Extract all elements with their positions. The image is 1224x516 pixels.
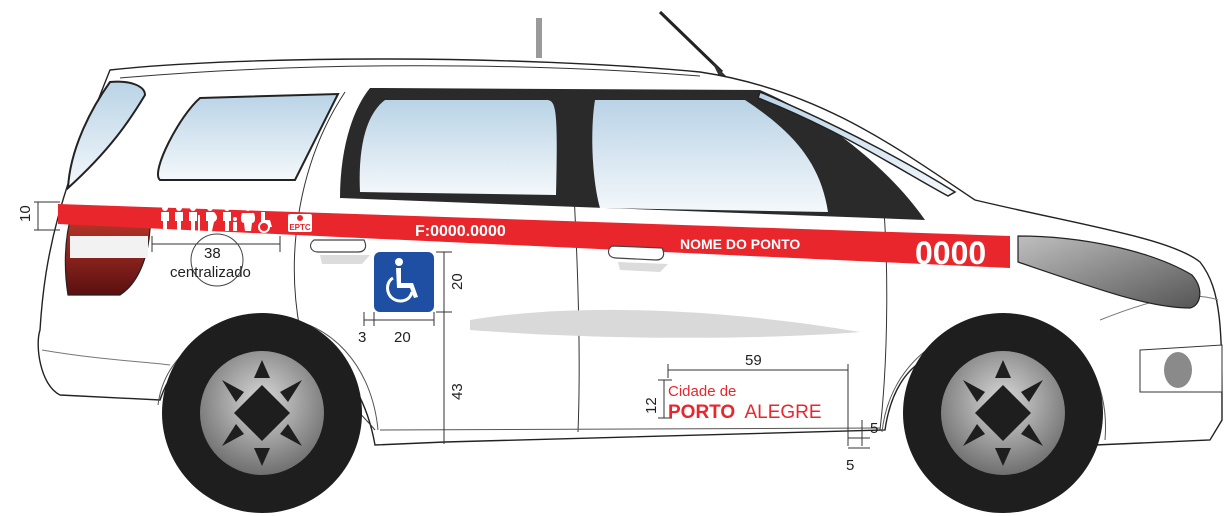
- roof-antenna: [536, 18, 542, 58]
- rear-bumper-line: [41, 349, 171, 366]
- dim-band-height: 10: [17, 205, 34, 222]
- eptc-logo: EPTC: [288, 214, 312, 232]
- wheelchair-symbol-icon: [386, 258, 418, 303]
- dim-city-height: 12: [643, 397, 660, 414]
- rear-side-window: [157, 92, 340, 181]
- dim-icons-width: 38: [204, 245, 221, 262]
- mast-antenna: [658, 10, 724, 74]
- dim-sign-offset: 3: [358, 329, 366, 346]
- front-door-window: [592, 100, 828, 212]
- wheelchair-person-icon: [258, 205, 272, 233]
- tail-light-white-stripe: [70, 236, 148, 258]
- person-icon: [175, 205, 183, 231]
- dim-sign-width: 20: [394, 329, 411, 346]
- city-line2: PORTO ALEGRE: [668, 402, 822, 423]
- accessibility-people-icons: [161, 205, 272, 233]
- headlight: [1017, 235, 1201, 309]
- obese-person-icon: [240, 205, 256, 231]
- dim-sign-from-bottom: 43: [449, 383, 466, 400]
- city-rest: ALEGRE: [744, 402, 821, 423]
- rocker-line: [379, 427, 881, 431]
- person-with-child-icon: [223, 205, 237, 231]
- taxi-number: 0000: [915, 235, 986, 271]
- dim-centered-label: centralizado: [170, 264, 251, 281]
- rear-quarter-window: [66, 80, 147, 191]
- pregnant-person-icon: [206, 205, 217, 231]
- dimension-lines: [34, 201, 870, 449]
- phone-number: F:0000.0000: [415, 223, 506, 240]
- rear-handle-shadow: [320, 255, 370, 264]
- dim-sign-height: 20: [449, 273, 466, 290]
- dim-city-width: 59: [745, 352, 762, 369]
- city-line1: Cidade de: [668, 383, 736, 400]
- front-wheel: [903, 313, 1103, 513]
- city-bold: PORTO: [668, 402, 735, 423]
- windshield: [757, 90, 957, 197]
- roof-line: [119, 65, 701, 79]
- rear-wheel: [162, 313, 362, 513]
- rear-door-window: [359, 100, 557, 195]
- front-door-handle: [607, 245, 665, 261]
- point-name: NOME DO PONTO: [680, 236, 800, 252]
- body-shade: [470, 309, 860, 338]
- rear-door-handle: [309, 239, 367, 253]
- fog-light: [1164, 352, 1192, 388]
- front-handle-shadow: [618, 262, 668, 272]
- dim-city-right-gap: 5: [870, 420, 878, 437]
- person-icon: [161, 205, 169, 231]
- eptc-logo-text: EPTC: [289, 223, 311, 232]
- elderly-person-icon: [189, 205, 200, 231]
- dim-city-bottom-gap: 5: [846, 457, 854, 474]
- wheelchair-access-sign: [374, 252, 434, 312]
